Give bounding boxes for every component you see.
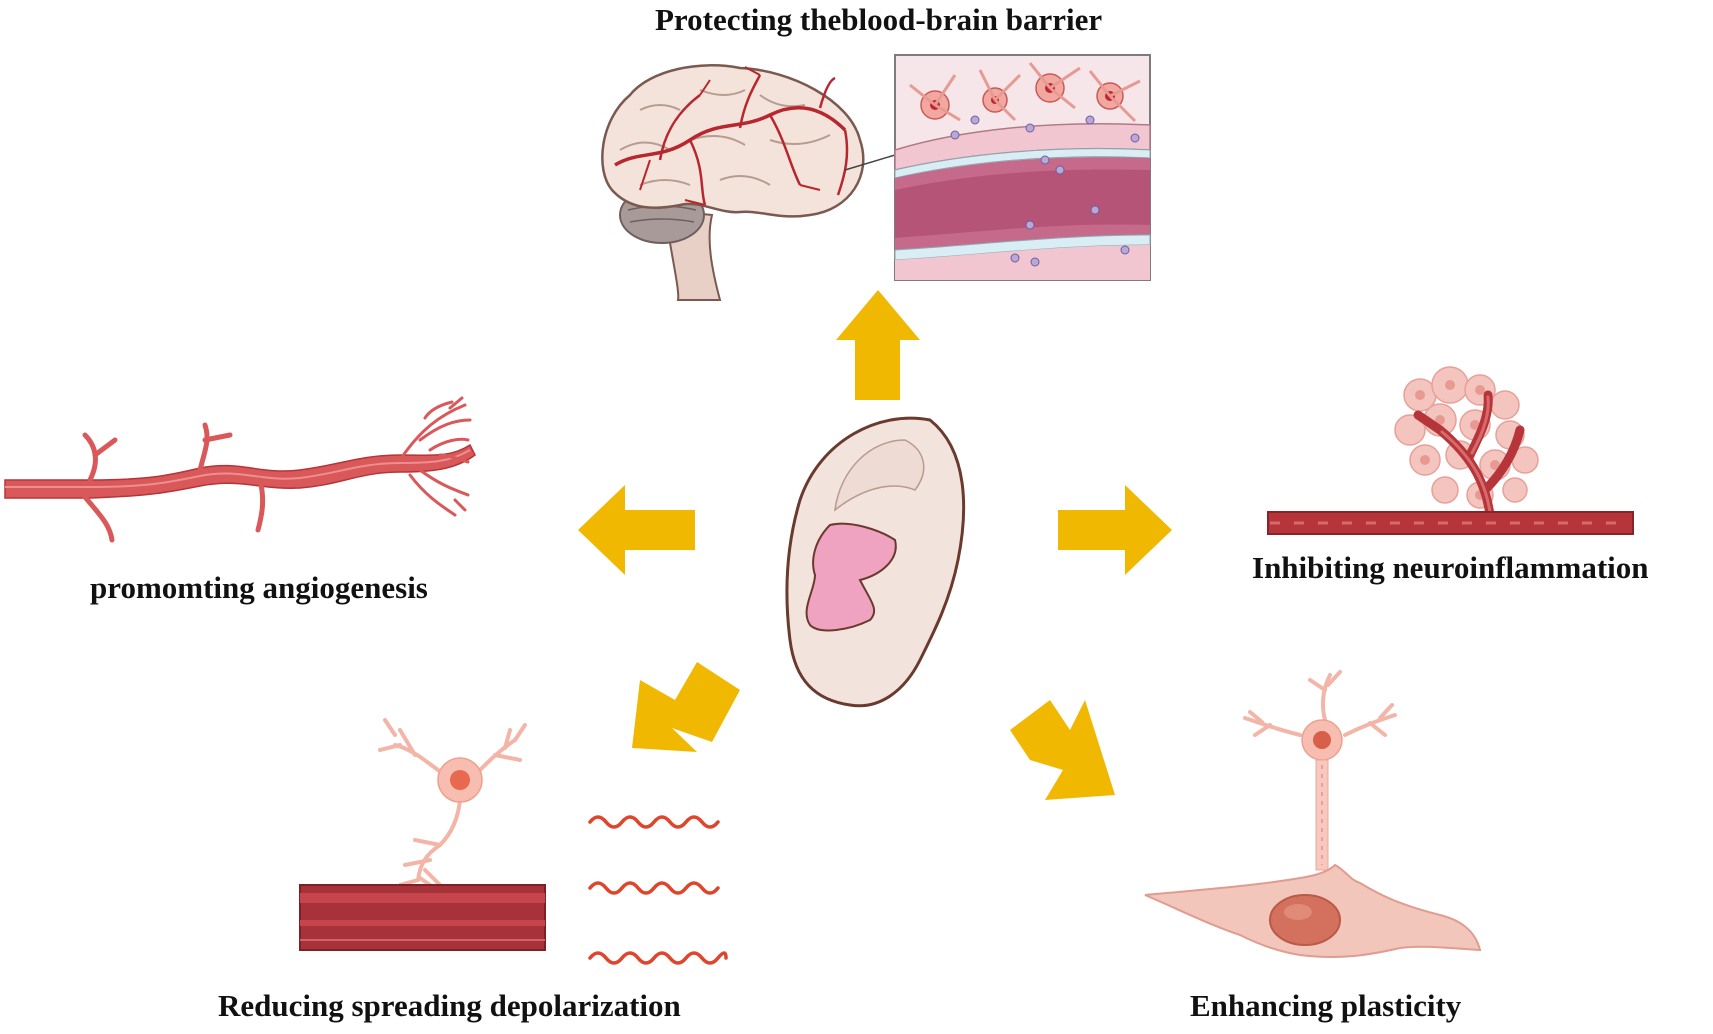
label-spreading-depolarization: Reducing spreading depolarization	[218, 988, 681, 1023]
blood-vessel-branch-icon	[4, 396, 476, 543]
wave-icon	[588, 815, 720, 829]
arrow-down-right	[1010, 700, 1115, 800]
wave-icon	[588, 951, 728, 965]
ear-icon	[785, 416, 966, 708]
label-neuroinflammation: Inhibiting neuroinflammation	[1252, 550, 1649, 585]
inflamed-vessel-icon	[1267, 366, 1634, 535]
cell-icon	[1144, 863, 1482, 959]
label-protecting-bbb: Protecting theblood-brain barrier	[655, 2, 1103, 37]
neuron-icon	[1243, 670, 1397, 871]
wave-icon	[588, 881, 720, 895]
arrow-up	[836, 290, 920, 400]
arrow-down-left	[632, 662, 740, 752]
bbb-inset-icon	[894, 54, 1151, 281]
brain-icon	[601, 64, 896, 301]
arrow-right	[1058, 485, 1172, 575]
arrow-left	[578, 485, 695, 575]
label-angiogenesis: promomting angiogenesis	[90, 570, 428, 605]
label-plasticity: Enhancing plasticity	[1190, 988, 1462, 1023]
neuron-on-vessel-icon	[299, 718, 546, 951]
